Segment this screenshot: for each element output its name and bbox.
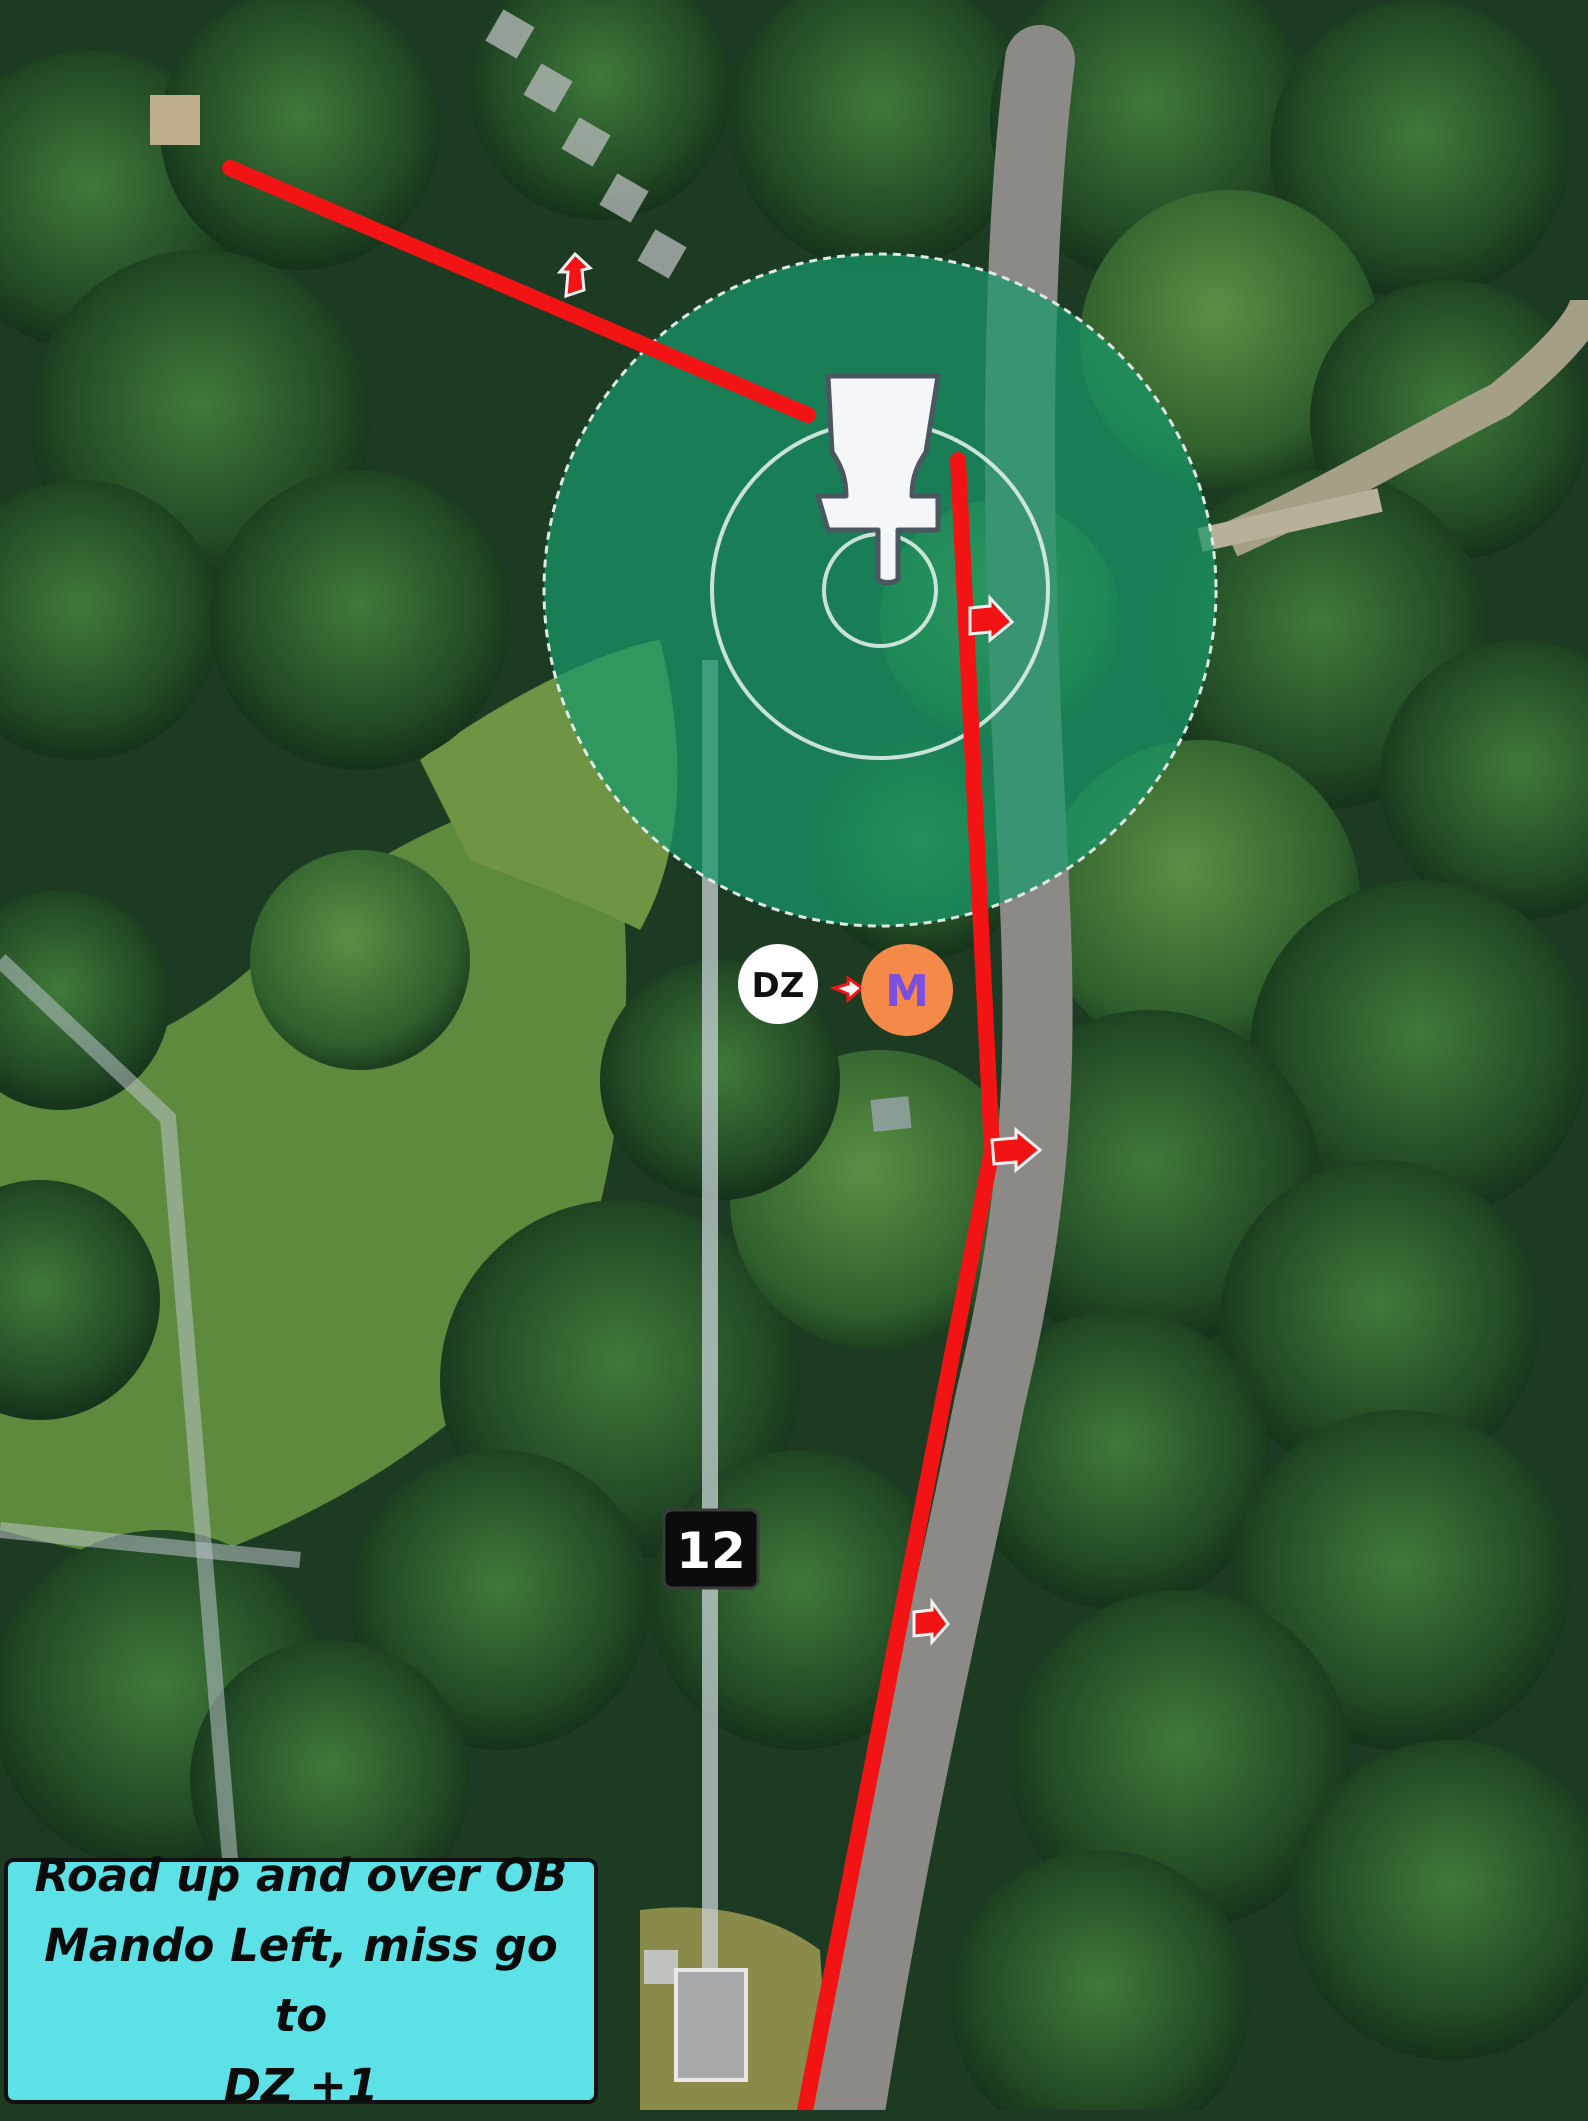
hole-note-box: Road up and over OB Mando Left, miss go …	[4, 1849, 598, 2112]
ob-arrow-right-1	[968, 594, 1015, 644]
side-path-2	[1197, 488, 1383, 552]
tee-pad-icon[interactable]	[644, 1950, 748, 2082]
hole-number: 12	[676, 1522, 746, 1580]
course-overlay-lines	[0, 954, 301, 1861]
hole-note-text: Road up and over OB Mando Left, miss go …	[34, 1849, 568, 2112]
ob-side-arrows	[556, 251, 1043, 1646]
hole-number-badge: 12	[662, 1508, 760, 1590]
ob-line-top	[222, 160, 816, 423]
dropzone-label: DZ	[752, 966, 805, 1006]
ob-arrow-right-2	[990, 1126, 1043, 1174]
dropzone-marker[interactable]: DZ	[738, 944, 818, 1024]
ob-arrow-top	[556, 251, 594, 299]
sign-square	[870, 1096, 912, 1132]
mando-marker[interactable]: M	[861, 944, 953, 1036]
basket-icon[interactable]	[815, 373, 941, 585]
ob-arrow-right-3	[912, 1597, 950, 1646]
previous-path-markers	[485, 9, 687, 279]
mando-direction-arrow	[829, 975, 865, 1004]
circle-1-zone	[542, 252, 1218, 928]
mando-label: M	[885, 966, 929, 1017]
